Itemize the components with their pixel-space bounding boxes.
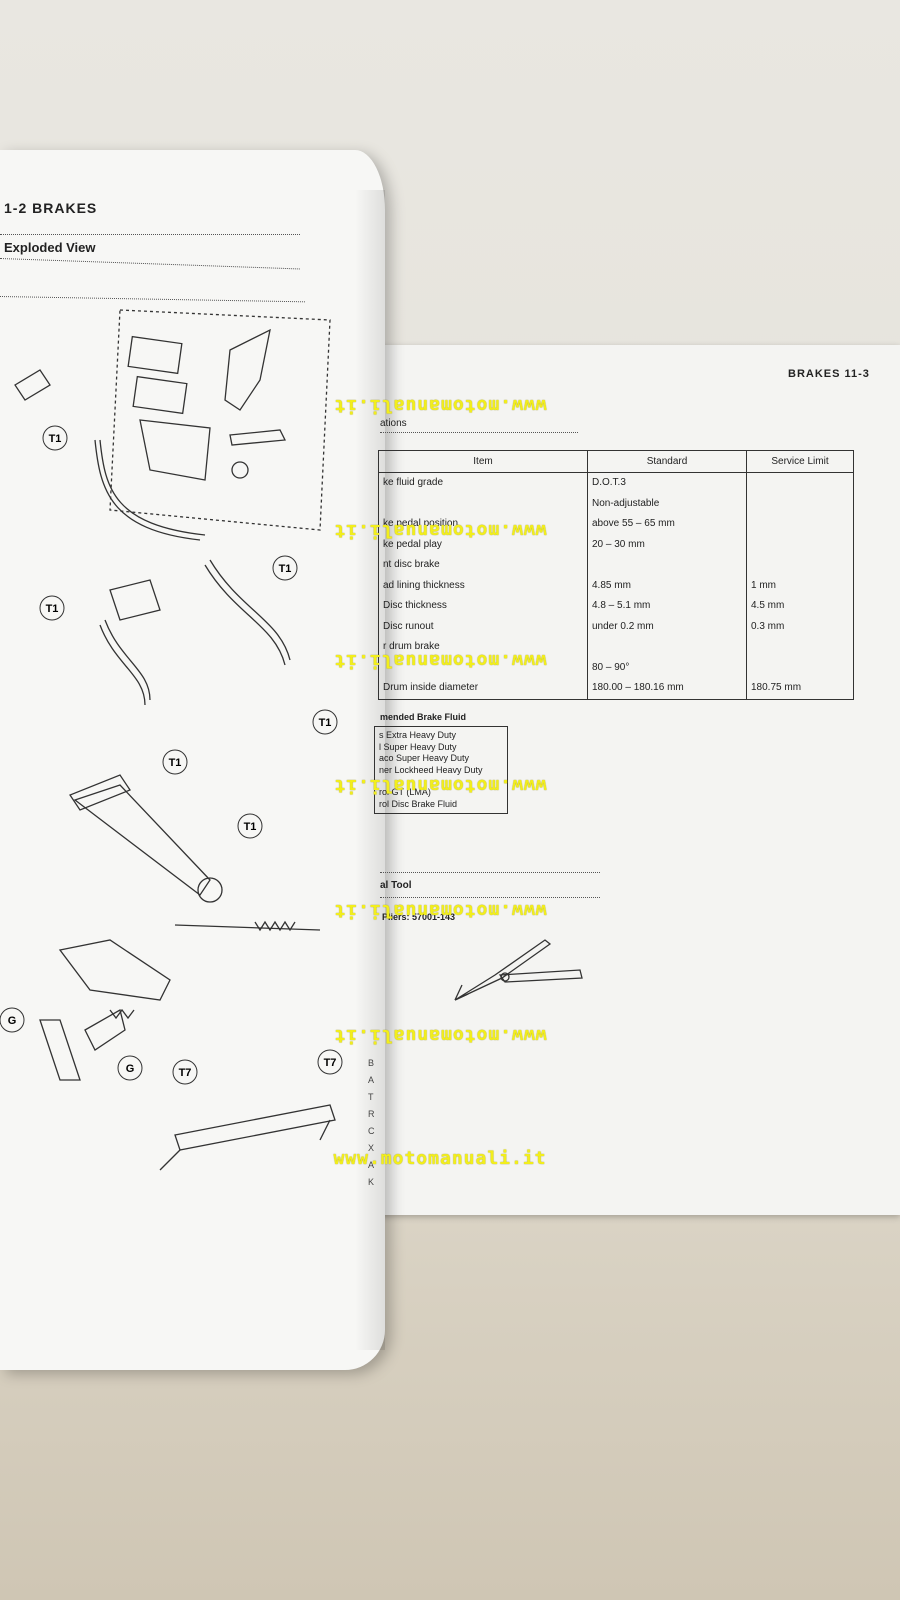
exploded-view-diagram: T1 T1 T1 T1 T1 T1 T7 T7 G G xyxy=(0,309,343,1171)
callout-g: G xyxy=(0,1007,25,1033)
divider xyxy=(380,872,600,873)
cell-limit: 0.3 mm xyxy=(746,616,854,637)
callout-g: G xyxy=(117,1055,143,1081)
cell-item xyxy=(378,493,588,514)
cell-limit xyxy=(746,514,854,535)
special-tool-title: al Tool xyxy=(380,880,412,891)
watermark: www.motomanuali.it xyxy=(333,520,547,541)
list-item: rol GT (LMA) xyxy=(379,787,431,797)
callout-t1: T1 xyxy=(312,709,338,735)
cell-limit: 1 mm xyxy=(746,575,854,596)
cell-item: Disc runout xyxy=(378,616,588,637)
tool-name: Pliers: 57001-143 xyxy=(382,912,456,922)
callout-t1: T1 xyxy=(42,425,68,451)
cell-limit xyxy=(746,472,854,494)
table-row: r drum brake xyxy=(378,637,854,658)
cell-standard: 180.00 – 180.16 mm xyxy=(587,678,747,700)
svg-text:T7: T7 xyxy=(179,1067,192,1079)
svg-text:G: G xyxy=(8,1015,17,1027)
margin-letters: B A T R C X A K xyxy=(368,1058,375,1187)
specifications-table: Item Standard Service Limit ke fluid gra… xyxy=(378,450,854,700)
table-row: 80 – 90° xyxy=(378,657,854,678)
svg-text:T1: T1 xyxy=(244,821,257,833)
callout-t1: T1 xyxy=(237,813,263,839)
cell-standard: 4.85 mm xyxy=(587,575,747,596)
cell-limit xyxy=(746,637,854,658)
svg-text:T1: T1 xyxy=(279,563,292,575)
cell-item: ke fluid grade xyxy=(378,472,588,494)
exploded-view-title: Exploded View xyxy=(4,240,96,255)
list-item: aco Super Heavy Duty xyxy=(379,753,470,763)
svg-text:T1: T1 xyxy=(46,603,59,615)
left-page-header: 1-2 BRAKES xyxy=(4,200,98,216)
watermark: www.motomanuali.it xyxy=(333,1025,547,1046)
svg-text:T1: T1 xyxy=(49,433,62,445)
cell-item: Disc thickness xyxy=(378,596,588,617)
svg-text:T7: T7 xyxy=(324,1057,337,1069)
cell-limit xyxy=(746,534,854,555)
cell-standard: above 55 – 65 mm xyxy=(587,514,747,535)
cell-item: Drum inside diameter xyxy=(378,678,588,700)
left-page xyxy=(0,150,385,1370)
cell-standard: under 0.2 mm xyxy=(587,616,747,637)
list-item: s Extra Heavy Duty xyxy=(379,730,457,740)
watermark: www.motomanuali.it xyxy=(333,1148,547,1169)
recommended-fluid-title: mended Brake Fluid xyxy=(380,712,467,722)
cell-standard: D.O.T.3 xyxy=(587,472,747,494)
cell-standard: 4.8 – 5.1 mm xyxy=(587,596,747,617)
callout-t1: T1 xyxy=(39,595,65,621)
cell-item: nt disc brake xyxy=(378,555,588,576)
callout-t1: T1 xyxy=(272,555,298,581)
specifications-title: ations xyxy=(380,418,407,429)
cell-standard: 20 – 30 mm xyxy=(587,534,747,555)
cell-standard xyxy=(587,555,747,576)
watermark: www.motomanuali.it xyxy=(333,395,547,416)
cell-limit xyxy=(746,657,854,678)
list-item: rol Disc Brake Fluid xyxy=(379,798,458,809)
cell-limit xyxy=(746,555,854,576)
watermark: www.motomanuali.it xyxy=(333,900,547,921)
cell-standard xyxy=(587,637,747,658)
callout-t7: T7 xyxy=(172,1059,198,1085)
cell-limit: 4.5 mm xyxy=(746,596,854,617)
column-header-item: Item xyxy=(378,450,588,473)
divider xyxy=(380,432,578,433)
table-row: nt disc brake xyxy=(378,555,854,576)
callout-t1: T1 xyxy=(162,749,188,775)
svg-text:T1: T1 xyxy=(319,717,332,729)
callout-t7: T7 xyxy=(317,1049,343,1075)
cell-standard: 80 – 90° xyxy=(587,657,747,678)
recommended-fluid-list: s Extra Heavy Duty l Super Heavy Duty ac… xyxy=(374,726,508,814)
table-row: Non-adjustable xyxy=(378,493,854,514)
divider xyxy=(0,234,300,235)
svg-text:G: G xyxy=(126,1063,135,1075)
watermark: www.motomanuali.it xyxy=(333,650,547,671)
watermark: www.motomanuali.it xyxy=(333,775,547,796)
column-header-standard: Standard xyxy=(587,450,747,473)
cell-limit: 180.75 mm xyxy=(746,678,854,700)
right-page-header: BRAKES 11-3 xyxy=(788,368,870,380)
cell-standard: Non-adjustable xyxy=(587,493,747,514)
table-header-row: Item Standard Service Limit xyxy=(378,450,854,473)
column-header-service-limit: Service Limit xyxy=(746,450,854,473)
divider xyxy=(380,897,600,898)
cell-limit xyxy=(746,493,854,514)
cell-item: ad lining thickness xyxy=(378,575,588,596)
svg-text:T1: T1 xyxy=(169,757,182,769)
list-item: ner Lockheed Heavy Duty xyxy=(379,764,483,775)
list-item: l Super Heavy Duty xyxy=(379,741,457,752)
pliers-illustration xyxy=(454,939,583,1001)
